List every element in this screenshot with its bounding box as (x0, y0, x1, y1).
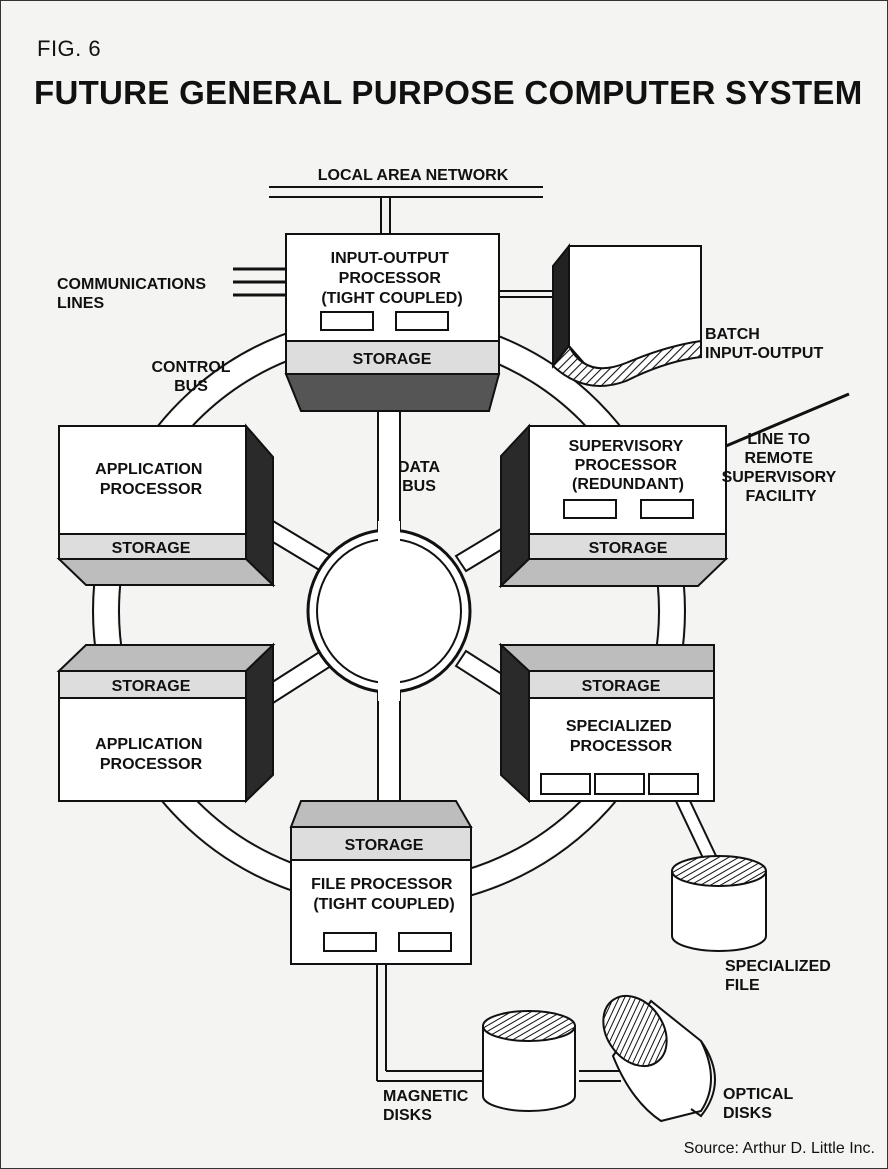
file-processor-unit: STORAGE FILE PROCESSOR (TIGHT COUPLED) (289, 800, 473, 965)
data-bus-hub (306, 521, 472, 701)
supervisory-processor-storage: STORAGE (589, 540, 668, 557)
application-processor-lower-name: APPLICATION PROCESSOR (95, 736, 207, 773)
figure-source: Source: Arthur D. Little Inc. (683, 1140, 875, 1157)
remote-line-label: LINE TO REMOTE SUPERVISORY FACILITY (722, 431, 841, 505)
io-processor-name: INPUT-OUTPUT PROCESSOR (TIGHT COUPLED) (321, 250, 462, 307)
application-processor-upper-storage: STORAGE (112, 540, 191, 557)
specialized-processor-name: SPECIALIZED PROCESSOR (566, 718, 676, 755)
specialized-processor-storage: STORAGE (582, 678, 661, 695)
file-processor-storage: STORAGE (345, 837, 424, 854)
specialized-processor-unit: STORAGE SPECIALIZED PROCESSOR (498, 642, 715, 804)
figure-label: FIG. 6 (37, 36, 102, 61)
application-processor-upper-name: APPLICATION PROCESSOR (95, 461, 207, 498)
local-area-network-bus (269, 186, 543, 234)
remote-line (725, 392, 850, 448)
application-processor-lower-unit: STORAGE APPLICATION PROCESSOR (56, 642, 276, 804)
io-processor-unit: INPUT-OUTPUT PROCESSOR (TIGHT COUPLED) S… (284, 233, 501, 412)
supervisory-processor-name: SUPERVISORY PROCESSOR (REDUNDANT) (569, 438, 688, 493)
optical-disks-device (602, 994, 716, 1123)
communications-lines (233, 267, 286, 297)
application-processor-lower-storage: STORAGE (112, 678, 191, 695)
magnetic-disks-device (482, 1010, 576, 1112)
lan-label: LOCAL AREA NETWORK (318, 167, 509, 184)
supervisory-processor-unit: SUPERVISORY PROCESSOR (REDUNDANT) STORAG… (498, 423, 729, 589)
io-processor-storage: STORAGE (353, 351, 432, 368)
file-processor-name: FILE PROCESSOR (TIGHT COUPLED) (311, 876, 457, 913)
disk-bus (376, 964, 621, 1082)
application-processor-upper-unit: APPLICATION PROCESSOR STORAGE (56, 423, 276, 588)
batch-io-device (499, 243, 702, 387)
specialized-file-device (671, 800, 767, 952)
figure-title: FUTURE GENERAL PURPOSE COMPUTER SYSTEM (34, 74, 863, 111)
